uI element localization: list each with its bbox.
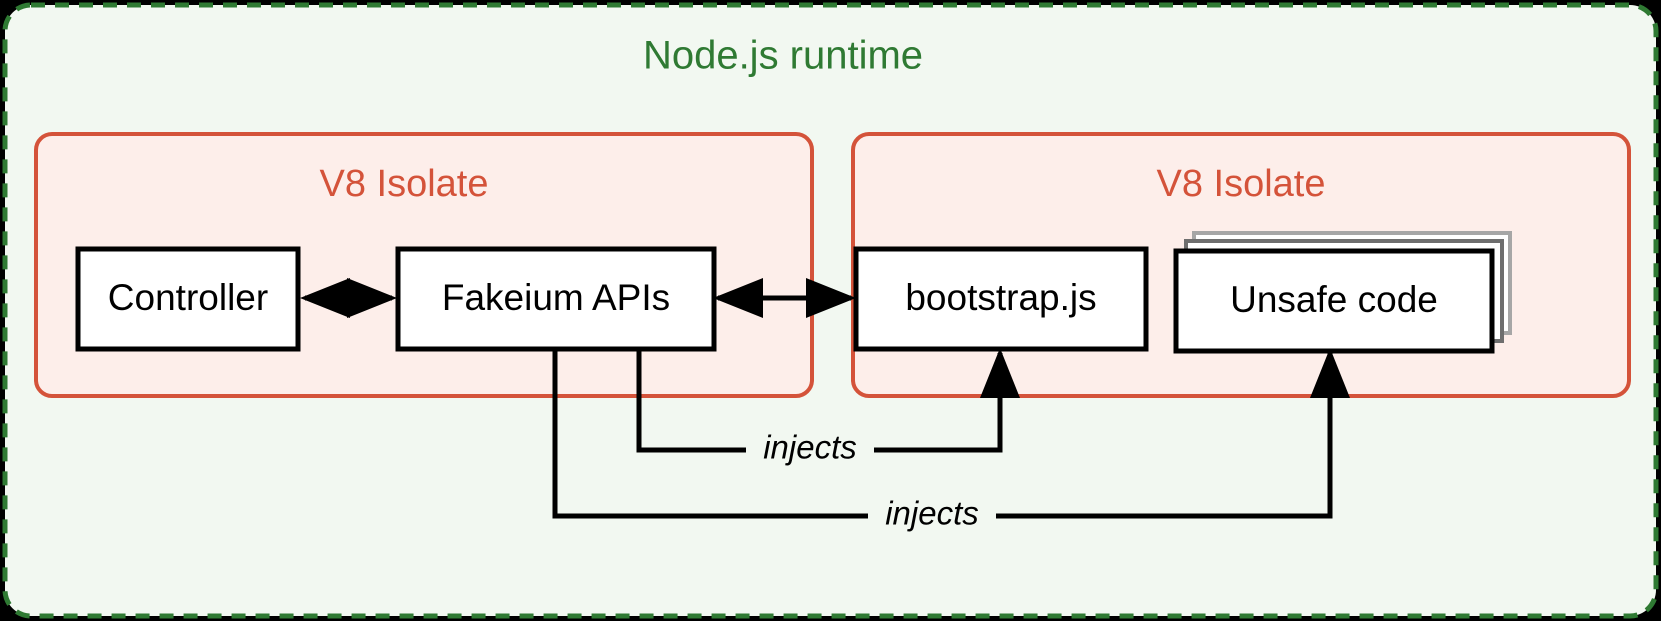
node-unsafe-code-box[interactable]	[1173, 248, 1495, 354]
edge-injects-bootstrap-label: injects	[763, 429, 857, 466]
node-unsafe-code-label: Unsafe code	[1230, 279, 1438, 320]
node-fakeium-apis-box[interactable]	[395, 246, 717, 352]
edge-injects-bootstrap: injects	[636, 348, 1020, 467]
isolate-left-title: V8 Isolate	[320, 163, 489, 205]
node-fakeium-apis-label: Fakeium APIs	[442, 277, 670, 318]
runtime-title: Node.js runtime	[643, 34, 923, 78]
node-bootstrap-js-label: bootstrap.js	[905, 277, 1096, 318]
edge-injects-bootstrap-label-bg	[746, 431, 874, 467]
node-fakeium-apis[interactable]: Fakeium APIs	[395, 246, 717, 352]
isolate-right-title: V8 Isolate	[1157, 163, 1326, 205]
edge-injects-unsafe-label-bg	[868, 497, 996, 533]
node-controller-box[interactable]	[75, 246, 301, 352]
edge-injects-unsafe-label: injects	[885, 495, 979, 532]
node-bootstrap-js-box[interactable]	[853, 246, 1149, 352]
node-unsafe-code[interactable]: Unsafe code	[1173, 231, 1512, 354]
node-controller[interactable]: Controller	[75, 246, 301, 352]
node-bootstrap-js[interactable]: bootstrap.js	[853, 246, 1149, 352]
edge-injects-unsafe: injects	[552, 348, 1350, 533]
node-controller-label: Controller	[108, 277, 268, 318]
